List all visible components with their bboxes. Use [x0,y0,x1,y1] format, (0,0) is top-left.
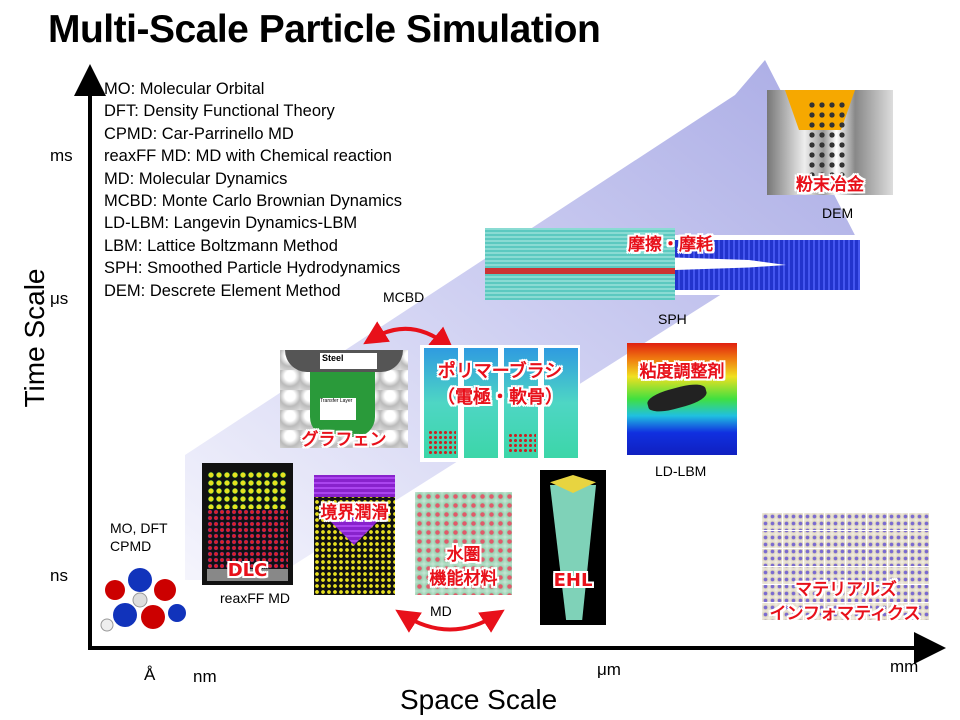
label-informatics: インフォマティクス [769,604,921,624]
label-electrode-cartilage: （電極・軟骨） [437,387,563,408]
x-tick-angstrom: Å [144,665,156,684]
page-title: Multi-Scale Particle Simulation [48,8,601,51]
label-functional-materials: 機能材料 [429,569,498,589]
x-axis-label: Space Scale [400,684,558,715]
x-tick-um: μm [597,660,621,679]
label-boundary-lubrication: 境界潤滑 [320,503,389,523]
viscosity-modifier-image [627,343,737,455]
sph-image-left [485,228,675,300]
molecule-orbital-image [100,568,186,632]
label-graphene: グラフェン [301,430,387,450]
y-tick-us: μs [50,289,69,308]
legend-item: SPH: Smoothed Particle Hydrodynamics [104,259,401,278]
method-mo-dft: MO, DFT [110,520,168,536]
method-dem: DEM [822,205,854,221]
label-viscosity-modifier: 粘度調整剤 [639,362,725,382]
legend-item: MO: Molecular Orbital [104,80,265,98]
legend-item: CPMD: Car-Parrinello MD [104,124,294,143]
materials-informatics-image [762,513,930,620]
mcbd-double-arrow [363,321,455,352]
method-cpmd: CPMD [110,538,152,554]
label-polymer-brush: ポリマーブラシ [437,361,563,382]
dem-image [767,90,893,195]
label-aqua: 水圏 [446,545,481,565]
md-double-arrow [395,609,505,633]
y-tick-ms: ms [50,146,73,165]
steel-label: Steel [320,353,377,369]
method-reaxff: reaxFF MD [220,590,290,606]
label-powder-metallurgy: 粉末冶金 [796,175,864,195]
label-friction-wear: 摩擦・摩耗 [628,235,713,255]
sph-image-right [675,235,860,295]
legend-item: DEM: Descrete Element Method [104,281,341,300]
x-tick-mm: mm [890,657,919,676]
aqua-materials-image [415,492,512,595]
label-dlc: DLC [227,560,268,581]
scale-band-arrow [185,60,860,580]
method-mcbd: MCBD [383,289,425,305]
polymer-brush-image [420,345,580,462]
legend-item: MCBD: Monte Carlo Brownian Dynamics [104,192,403,211]
boundary-lubrication-image [314,475,395,595]
label-materials: マテリアルズ [795,580,897,600]
x-tick-nm: nm [193,667,217,686]
method-ld-lbm: LD-LBM [655,463,707,479]
legend-item: reaxFF MD: MD with Chemical reaction [104,147,392,166]
graphene-image: Steel Transfer Layer [280,350,408,448]
legend-item: DFT: Density Functional Theory [104,102,335,121]
abbreviation-legend: MO: Molecular Orbital DFT: Density Funct… [104,78,402,302]
ehl-image [540,470,606,625]
legend-item: LBM: Lattice Boltzmann Method [104,236,338,255]
method-md: MD [430,603,452,619]
y-axis-label: Time Scale [19,268,50,408]
legend-item: MD: Molecular Dynamics [104,169,288,188]
dlc-image [202,463,293,585]
y-tick-ns: ns [50,566,68,585]
legend-item: LD-LBM: Langevin Dynamics-LBM [104,214,358,233]
method-sph: SPH [658,311,687,327]
transfer-layer-label: Transfer Layer [320,398,356,420]
label-ehl: EHL [553,570,593,591]
